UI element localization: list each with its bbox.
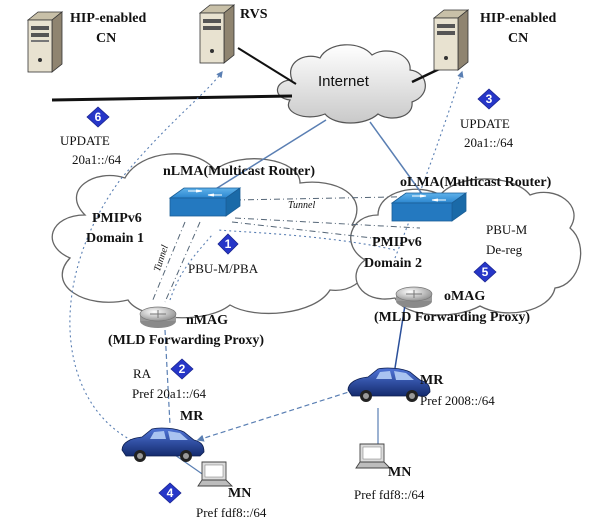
mn-new-label: MN: [228, 486, 252, 501]
step-1-diamond: [217, 233, 239, 255]
tunnel-lines: [151, 195, 446, 303]
domain1-label-line1: PMIPv6: [92, 211, 142, 226]
mr-old-prefix: Pref 2008::/64: [420, 393, 495, 408]
switch-icon: [390, 192, 468, 222]
link-omag-mr: [394, 304, 406, 369]
step-5-number: 5: [481, 265, 489, 279]
step-6-diamond: [86, 106, 110, 128]
laptop-icon: [197, 461, 234, 487]
router-icon: [395, 286, 433, 308]
step-markers: [86, 88, 501, 504]
step-3-text-line1: UPDATE: [460, 116, 510, 131]
cn-left-label-line2: CN: [96, 31, 117, 46]
cn-right-label-line1: HIP-enabled: [480, 11, 557, 26]
step-6-text-line2: 20a1::/64: [72, 152, 122, 167]
link-mr-handover: [196, 389, 356, 442]
step-3-text-line2: 20a1::/64: [464, 135, 514, 150]
step-2-number: 2: [178, 362, 186, 376]
step-2-diamond: [170, 358, 194, 380]
step-2-text-line1: RA: [133, 366, 152, 381]
step-6-text-line1: UPDATE: [60, 133, 110, 148]
cn-left-label-line1: HIP-enabled: [70, 11, 147, 26]
server-icon: [432, 9, 470, 71]
mn-old-label: MN: [388, 465, 412, 480]
cn-right-label-line2: CN: [508, 31, 529, 46]
step-1-text: PBU-M/PBA: [188, 261, 259, 276]
laptop-icon: [355, 443, 392, 469]
step-2-text-line2: Pref 20a1::/64: [132, 386, 207, 401]
link-cn-internet: [51, 94, 293, 102]
domain2-label-line1: PMIPv6: [372, 235, 422, 250]
omag-label: oMAG: [444, 289, 486, 304]
mr-old-label: MR: [420, 373, 444, 388]
step-3-diamond: [477, 88, 501, 110]
switch-icon: [168, 187, 242, 217]
mr-new-label: MR: [180, 409, 204, 424]
omag-sub-label: (MLD Forwarding Proxy): [374, 310, 531, 325]
nlma-label: nLMA(Multicast Router): [163, 164, 316, 179]
olma-label: oLMA(Multicast Router): [400, 175, 552, 190]
router-icon: [139, 306, 177, 328]
car-icon: [121, 427, 205, 462]
server-icon: [26, 11, 64, 73]
nmag-label: nMAG: [186, 313, 228, 328]
internet-cloud: [276, 44, 426, 124]
step-5-diamond: [473, 261, 497, 283]
nmag-sub-label: (MLD Forwarding Proxy): [108, 333, 265, 348]
tunnel-horizontal-label: Tunnel: [288, 200, 316, 211]
domain2-label-line2: Domain 2: [364, 256, 422, 271]
mn-new-prefix: Pref fdf8::/64: [196, 505, 267, 520]
domain1-label-line2: Domain 1: [86, 231, 144, 246]
step-6-number: 6: [94, 110, 102, 124]
link-rvs-internet: [237, 47, 297, 85]
car-icon: [347, 367, 431, 402]
rvs-label: RVS: [240, 7, 268, 22]
link-internet-nlma: [213, 119, 327, 191]
rvs-server-icon: [198, 4, 236, 64]
internet-label: Internet: [318, 73, 369, 90]
mn-old-prefix: Pref fdf8::/64: [354, 487, 425, 502]
step-5-text-line1: PBU-M: [486, 222, 528, 237]
step-4-diamond: [158, 482, 182, 504]
step-1-number: 1: [224, 237, 232, 251]
step-3-number: 3: [485, 92, 493, 106]
step-4-number: 4: [166, 486, 174, 500]
step-5-text-line2: De-reg: [486, 242, 523, 257]
update-paths: [69, 70, 464, 449]
